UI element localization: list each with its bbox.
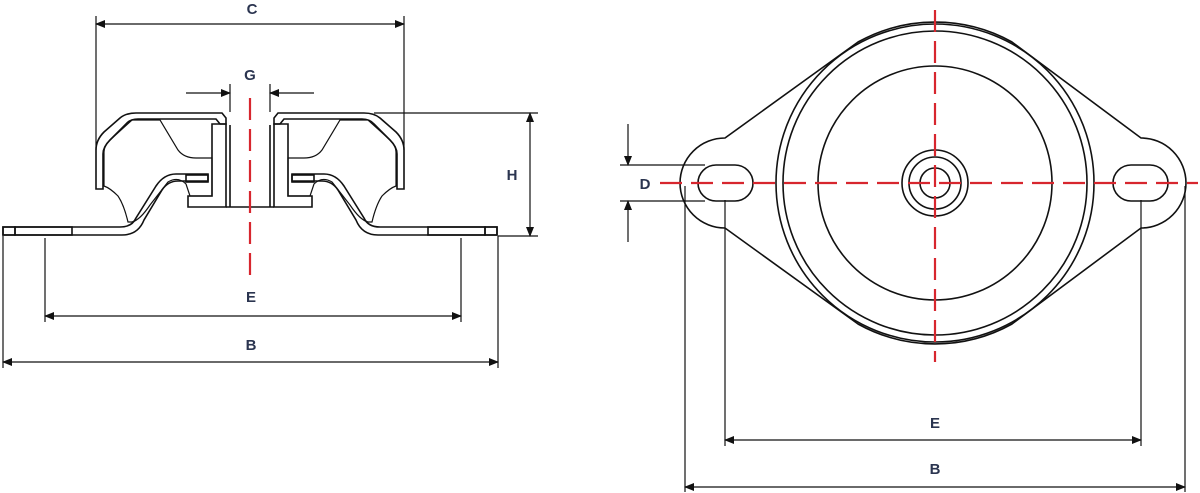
dim-g-label: G <box>244 67 256 84</box>
section-view: C G H E B <box>2 1 538 368</box>
dim-h-label: H <box>507 167 518 184</box>
plan-view: D E B <box>620 10 1198 492</box>
dim-c-label: C <box>247 1 258 18</box>
dim-b-label: B <box>246 337 257 354</box>
section-left-half <box>2 112 251 236</box>
section-right-half <box>249 112 498 236</box>
dim-b2-label: B <box>930 461 941 478</box>
dim-e-label: E <box>246 289 256 306</box>
dim-e2-label: E <box>930 415 940 432</box>
dim-d-label: D <box>640 176 651 193</box>
